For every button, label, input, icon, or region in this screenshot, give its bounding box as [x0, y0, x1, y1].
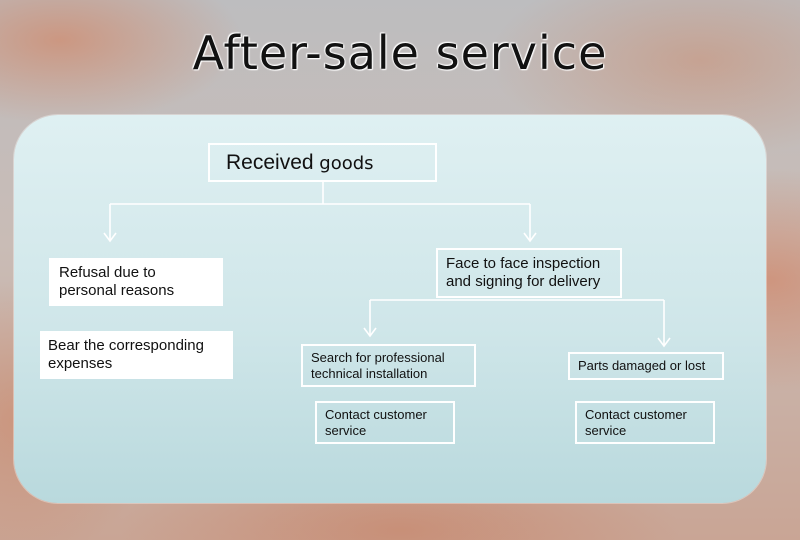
- node-contact-right: Contact customer service: [575, 401, 715, 444]
- node-contact-right-label: Contact customer service: [585, 406, 687, 438]
- node-face-inspection: Face to face inspection and signing for …: [436, 248, 622, 298]
- node-bear-expenses: Bear the corresponding expenses: [40, 331, 233, 379]
- node-refusal: Refusal due to personal reasons: [49, 258, 223, 306]
- node-received-goods: Received goods: [208, 143, 437, 182]
- page-title: After-sale service: [192, 26, 608, 80]
- node-search-label: Search for professional technical instal…: [311, 349, 445, 381]
- node-contact-left-label: Contact customer service: [325, 406, 427, 438]
- node-bear-label: Bear the corresponding expenses: [48, 337, 204, 372]
- node-parts-damaged: Parts damaged or lost: [568, 352, 724, 380]
- node-parts-label: Parts damaged or lost: [578, 358, 706, 374]
- node-contact-left: Contact customer service: [315, 401, 455, 444]
- received-word: Received: [226, 150, 314, 174]
- goods-word: goods: [313, 152, 374, 174]
- node-refusal-label: Refusal due to personal reasons: [59, 264, 175, 299]
- node-face-label: Face to face inspection and signing for …: [446, 255, 601, 290]
- node-search-installation: Search for professional technical instal…: [301, 344, 476, 387]
- flowchart-panel: [14, 115, 766, 503]
